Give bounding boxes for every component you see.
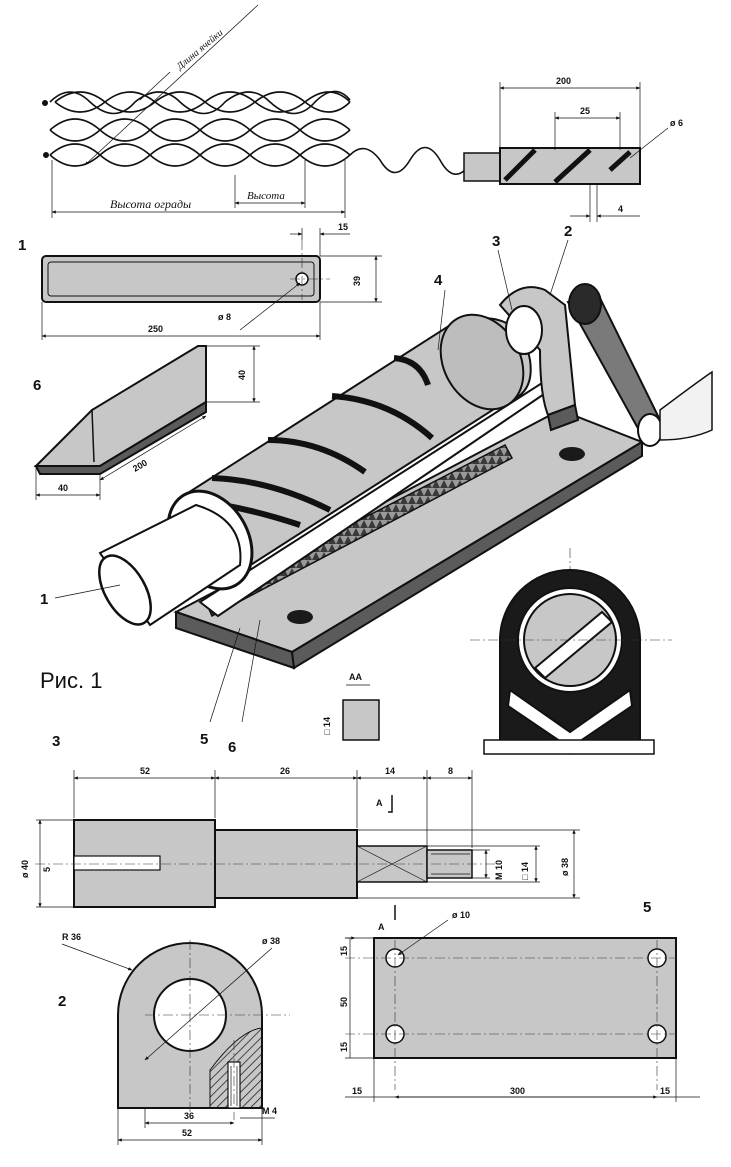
part3-dim-26: 26 [280,766,290,776]
part-number-6-callout: 6 [228,739,236,756]
part3-dim-52: 52 [140,766,150,776]
section-aa-dim: □ 14 [322,717,332,735]
mandrel-dim-pitch: 25 [580,106,590,116]
height-label: Высота [247,190,285,202]
part6-dim-40v: 40 [237,370,247,380]
part-number-3: 3 [492,233,500,250]
part1-dim-250: 250 [148,324,163,334]
part-number-6: 6 [33,377,41,394]
part-number-5: 5 [200,731,208,748]
part-number-1-callout: 1 [40,591,48,608]
part-number-5-label: 5 [643,899,651,916]
part3-dim-d40: ø 40 [20,860,30,878]
part1-dim-hole: ø 8 [218,312,231,322]
section-aa-drawing: AA □ 14 [322,672,380,741]
part-number-2: 2 [564,223,572,240]
part5-dim-15c: 15 [352,1086,362,1096]
mandrel-drawing: 200 25 ø 6 4 [463,76,683,222]
part-number-1: 1 [18,237,26,254]
part2-dim-r36: R 36 [62,932,81,942]
part2-drawing: 2 R 36 ø 38 36 M 4 52 [58,932,290,1145]
part2-dim-m4: M 4 [262,1106,277,1116]
part3-dim-m10: M 10 [494,860,504,880]
part5-dim-hole: ø 10 [452,910,470,920]
part2-dim-52: 52 [182,1128,192,1138]
assembly-isometric: 1 4 3 2 5 6 [40,223,713,756]
part2-dim-36: 36 [184,1111,194,1121]
part3-section-mark: A [376,798,383,808]
part6-dim-40h: 40 [58,483,68,493]
chain-link-net: Длина ячейки Высота Высота ограды [42,4,466,218]
part5-dim-15a: 15 [339,946,349,956]
part5-dim-300: 300 [510,1086,525,1096]
cell-length-label: Длина ячейки [174,27,225,73]
mandrel-dim-groove: ø 6 [670,118,683,128]
part3-dim-d38: ø 38 [560,858,570,876]
part6-drawing: 6 40 200 40 [33,345,260,500]
part5-dim-15d: 15 [660,1086,670,1096]
part5-section-mark: A [378,922,385,932]
part3-dim-14: 14 [385,766,395,776]
part1-dim-15: 15 [338,222,348,232]
part1-drawing: 1 15 39 ø 8 250 [18,222,382,340]
part5-drawing: 5 A ø 10 15 50 15 15 300 15 [339,899,700,1102]
section-aa-label: AA [349,672,362,682]
figure-caption: Рис. 1 [40,668,102,693]
part3-dim-sq14: □ 14 [520,862,530,880]
part-number-2-label: 2 [58,993,66,1010]
mandrel-dim-4: 4 [618,204,623,214]
part-number-3-label: 3 [52,733,60,750]
fence-height-label: Высота ограды [110,197,191,211]
part2-dim-d38: ø 38 [262,936,280,946]
part3-dim-8: 8 [448,766,453,776]
part5-dim-50: 50 [339,997,349,1007]
part3-dim-5: 5 [42,867,52,872]
part5-dim-15b: 15 [339,1042,349,1052]
part-number-4: 4 [434,272,443,289]
mandrel-dim-length: 200 [556,76,571,86]
part3-drawing: 3 52 26 14 8 A ø 40 5 M 10 [20,733,580,908]
part1-dim-39: 39 [352,276,362,286]
end-view-drawing [470,548,672,755]
